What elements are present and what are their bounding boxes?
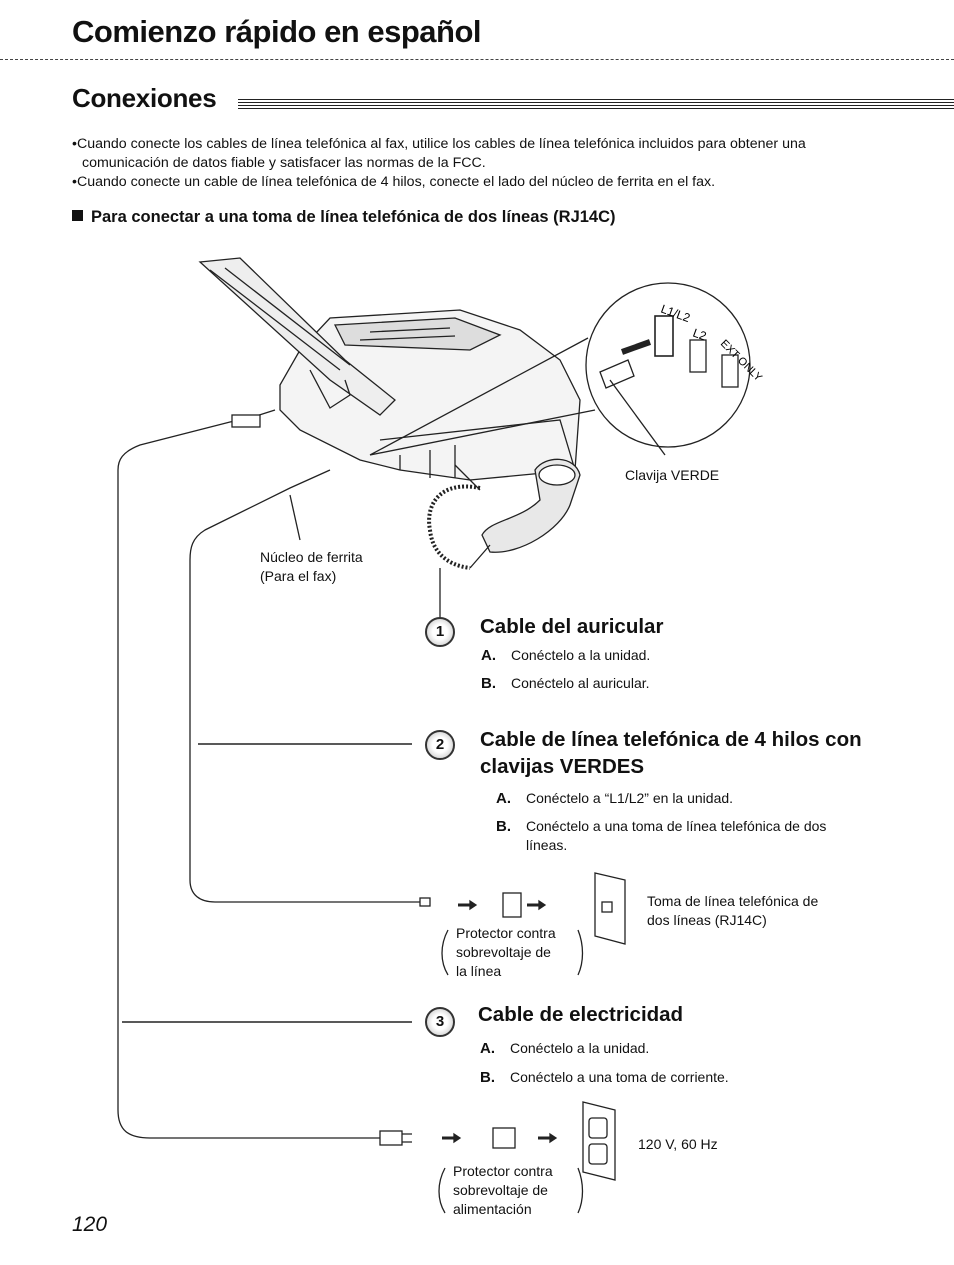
coiled-cord-illustration	[427, 484, 481, 570]
intro-bullet-list: Cuando conecte los cables de línea telef…	[72, 135, 872, 192]
step-3-title: Cable de electricidad	[478, 1003, 684, 1026]
step-3-item-a: A.Conéctelo a la unidad.	[480, 1040, 650, 1057]
step-2-title: Cable de línea telefónica de 4 hilos con…	[480, 728, 862, 778]
bullet-item: Cuando conecte los cables de línea telef…	[72, 135, 872, 173]
ferrite-core-label: Núcleo de ferrita (Para el fax)	[260, 549, 363, 584]
step-3-item-b: B.Conéctelo a una toma de corriente.	[480, 1069, 729, 1086]
step-1-title: Cable del auricular	[480, 615, 664, 638]
subheading: Para conectar a una toma de línea telefó…	[72, 208, 616, 227]
step-2-number-icon: 2	[425, 730, 455, 760]
power-surge-protector	[492, 1127, 516, 1149]
fax-machine-illustration	[279, 309, 581, 481]
step-2-item-a: A.Conéctelo a “L1/L2” en la unidad.	[496, 790, 734, 807]
page-title: Comienzo rápido en español	[72, 14, 482, 49]
step-1-item-b: B.Conéctelo al auricular.	[481, 675, 650, 692]
step-3-number-icon: 3	[425, 1007, 455, 1037]
square-bullet-icon	[72, 210, 83, 221]
title-divider	[0, 59, 954, 61]
jack-label-l2: L2	[691, 326, 709, 344]
section-title-rules	[238, 99, 954, 109]
green-plug-label: Clavija VERDE	[625, 467, 720, 483]
jack-zoom-callout	[585, 282, 751, 448]
wall-jack-label: Toma de línea telefónica de dos líneas (…	[647, 893, 819, 928]
outlet-voltage-label: 120 V, 60 Hz	[638, 1136, 718, 1152]
power-cord	[117, 409, 380, 1139]
step-1-number-icon: 1	[425, 617, 455, 647]
page-number: 120	[72, 1213, 108, 1236]
section-title: Conexiones	[72, 83, 217, 113]
step-1-item-a: A.Conéctelo a la unidad.	[481, 647, 651, 664]
subheading-text: Para conectar a una toma de línea telefó…	[91, 208, 616, 226]
wall-jack-illustration	[594, 872, 626, 945]
line-surge-protector-label: Protector contra sobrevoltaje de la líne…	[456, 925, 556, 979]
line-surge-protector	[502, 892, 522, 918]
phone-line-cord	[189, 469, 420, 903]
step-2-item-b: B.Conéctelo a una toma de línea telefóni…	[496, 818, 827, 853]
power-surge-protector-label: Protector contra sobrevoltaje de aliment…	[453, 1163, 553, 1217]
power-outlet-illustration	[582, 1101, 616, 1181]
bullet-item: Cuando conecte un cable de línea telefón…	[72, 173, 872, 192]
